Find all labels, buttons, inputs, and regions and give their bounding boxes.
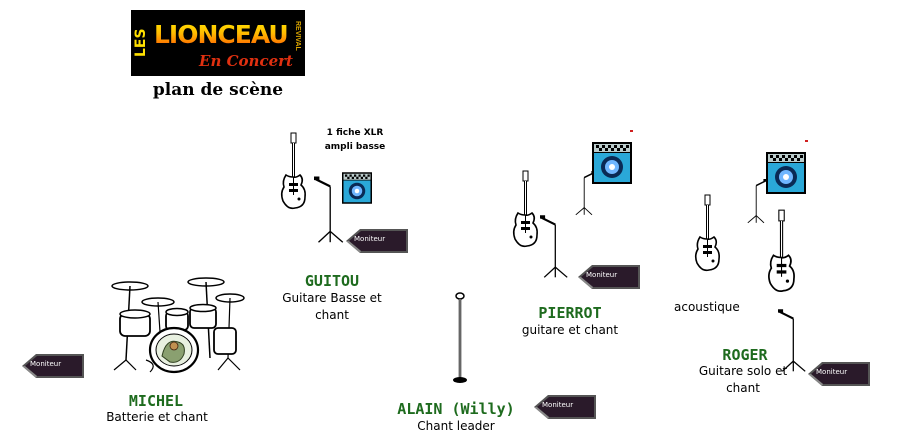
musician-name-guitou: GUITOU [304, 272, 360, 290]
band-logo: LES LIONCEAUX REVIVAL En Concert [131, 10, 307, 76]
logo-les: LES [133, 28, 149, 58]
logo-subtitle: En Concert [199, 52, 293, 70]
acoustic-label: acoustique [674, 300, 740, 314]
musician-role-guitou: Guitare Basse et chant [270, 290, 394, 324]
mic-stand-icon [453, 292, 467, 383]
monitor-label: Moniteur [354, 235, 386, 243]
musician-role-michel: Batterie et chant [106, 410, 208, 424]
speaker-icon [766, 152, 806, 194]
monitor-label: Moniteur [816, 368, 848, 376]
stage-monitor-icon: Moniteur [808, 362, 870, 386]
stage-monitor-icon: Moniteur [534, 395, 596, 419]
stage-monitor-icon: Moniteur [22, 354, 84, 378]
musician-role-alain: Chant leader [417, 419, 495, 433]
logo-revival: REVIVAL [294, 21, 301, 51]
stage-monitor-icon: Moniteur [346, 229, 408, 253]
bass-note-line2: ampli basse [324, 142, 386, 152]
role-guitou-line2: chant [315, 308, 349, 322]
musician-name-alain: ALAIN (Willy) [397, 400, 515, 418]
mic-stand-icon [540, 206, 574, 284]
bass-note-line1: 1 fiche XLR [326, 128, 384, 138]
musician-role-roger: Guitare solo et chant [684, 363, 802, 397]
electric-guitar-icon [278, 128, 308, 214]
monitor-label: Moniteur [542, 401, 574, 409]
speck [630, 130, 633, 132]
musician-role-pierrot: guitare et chant [521, 323, 619, 337]
speck [805, 140, 808, 142]
speaker-icon [342, 172, 372, 204]
bass-note: 1 fiche XLR ampli basse [318, 126, 392, 154]
monitor-label: Moniteur [586, 271, 618, 279]
musician-name-roger: ROGER [722, 346, 768, 364]
role-roger-line1: Guitare solo et [698, 364, 788, 378]
role-guitou-line1: Guitare Basse et [282, 291, 382, 305]
role-roger-line2: chant [726, 381, 760, 395]
plan-title: plan de scène [152, 80, 284, 100]
stage-monitor-icon: Moniteur [578, 265, 640, 289]
logo-brand: LIONCEAUX [154, 17, 307, 53]
musician-name-pierrot: PIERROT [538, 304, 602, 322]
monitor-label: Moniteur [30, 360, 62, 368]
electric-guitar-icon [510, 166, 540, 252]
drum-kit-icon [111, 277, 245, 374]
musician-name-michel: MICHEL [128, 392, 184, 410]
speaker-icon [592, 142, 632, 184]
electric-guitar-icon [692, 190, 722, 276]
